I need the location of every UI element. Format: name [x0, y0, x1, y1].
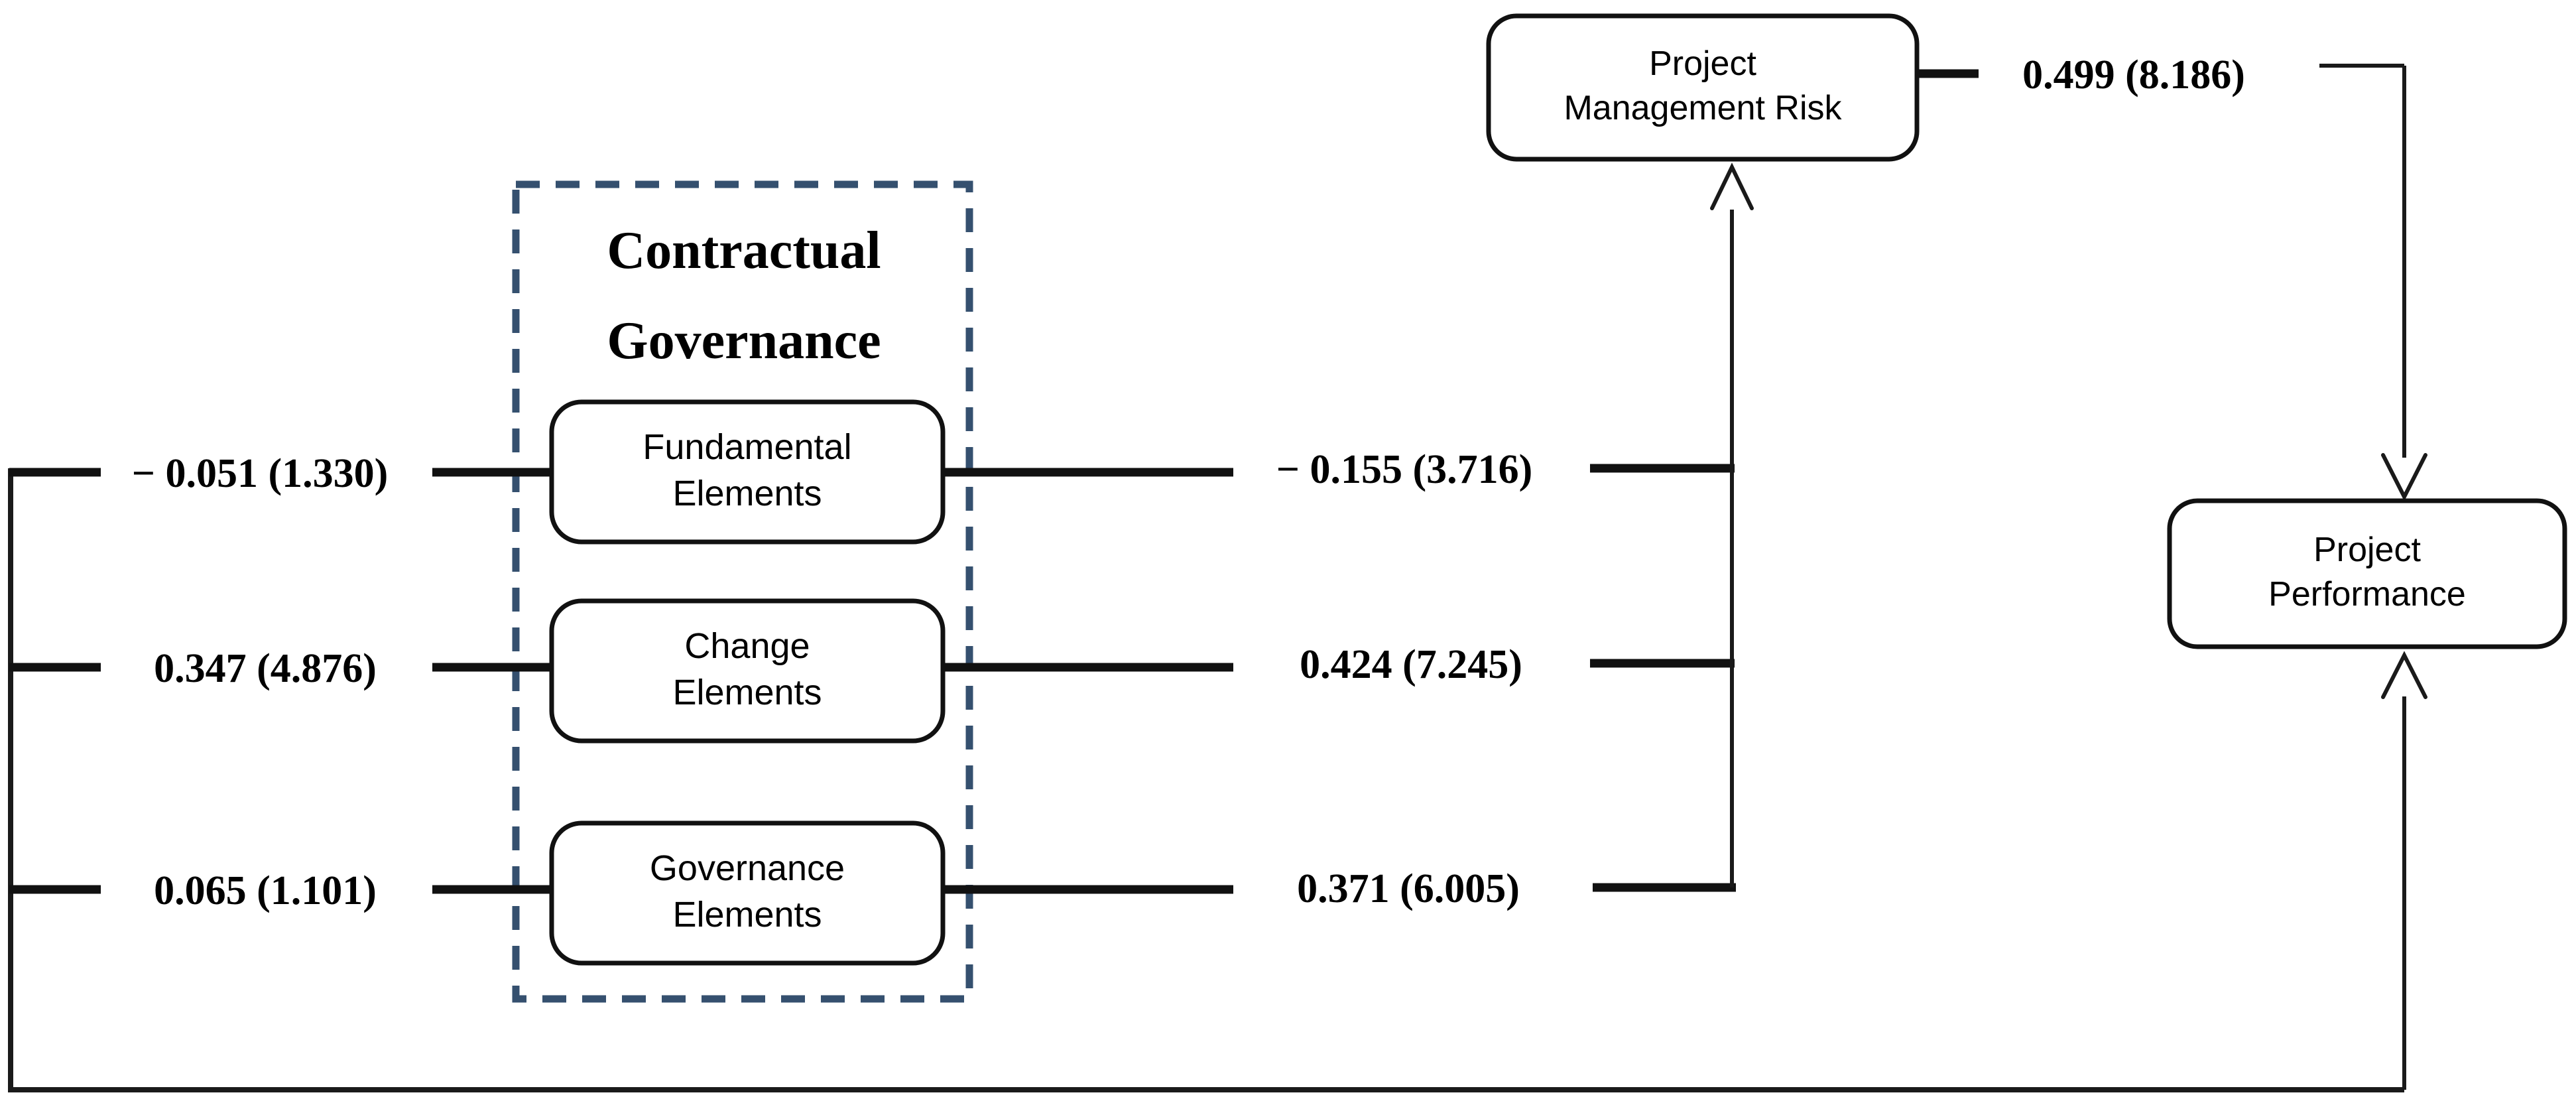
change-elements-label-line2: Elements [672, 673, 822, 712]
coef-governance-in: 0.065 (1.101) [154, 868, 377, 913]
fundamental-elements-box [549, 399, 946, 545]
governance-elements-box [549, 820, 946, 966]
project-management-risk-box [1486, 13, 1920, 162]
fundamental-elements-label-line2: Elements [672, 474, 822, 513]
arrowhead-up-into-risk [1710, 163, 1754, 210]
group-title-line1: Contractual [607, 222, 881, 280]
fundamental-elements-label-line1: Fundamental [643, 427, 851, 467]
project-management-risk-label-line2: Management Risk [1564, 89, 1842, 127]
coef-risk-to-performance: 0.499 (8.186) [2022, 52, 2245, 98]
governance-elements-label-line1: Governance [650, 848, 845, 888]
governance-elements-label-line2: Elements [672, 895, 822, 935]
coef-governance-to-risk: 0.371 (6.005) [1297, 866, 1520, 911]
project-management-risk-label-line1: Project [1649, 44, 1756, 83]
contractual-governance-group-box [512, 180, 973, 1003]
arrowhead-up-into-performance [2381, 651, 2427, 699]
project-performance-label-line1: Project [2313, 531, 2421, 569]
project-performance-box [2167, 498, 2567, 649]
coef-fundamental-in: − 0.051 (1.330) [132, 451, 389, 496]
change-elements-label-line1: Change [684, 626, 810, 666]
arrowhead-down-into-performance [2381, 453, 2427, 501]
coef-fundamental-to-risk: − 0.155 (3.716) [1276, 447, 1533, 492]
change-elements-box [549, 598, 946, 744]
group-title-line2: Governance [607, 312, 881, 370]
project-performance-label-line2: Performance [2268, 575, 2466, 614]
coef-change-in: 0.347 (4.876) [154, 646, 377, 691]
coef-change-to-risk: 0.424 (7.245) [1300, 642, 1522, 687]
